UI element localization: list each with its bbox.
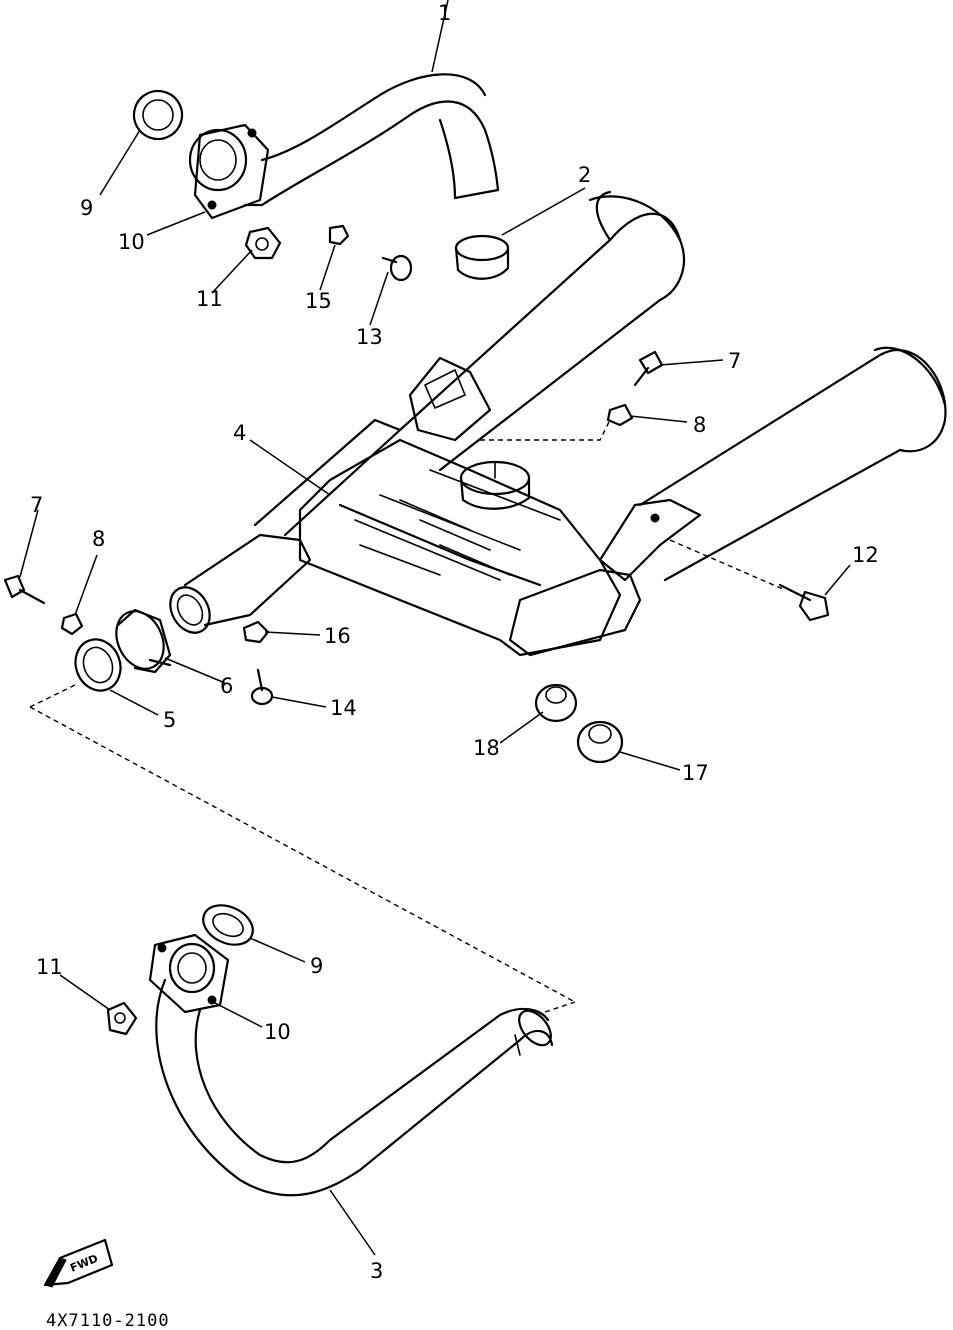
callout-10-lower: 10 — [264, 1020, 291, 1044]
callout-4: 4 — [233, 421, 246, 445]
catalog-code: 4X7110-2100 — [46, 1311, 170, 1330]
nut-11-lower — [106, 1001, 138, 1036]
callout-16: 16 — [324, 624, 351, 648]
bolt-7-right — [633, 350, 664, 387]
callout-9-lower: 9 — [310, 954, 323, 978]
callout-3: 3 — [370, 1259, 383, 1283]
callout-1: 1 — [438, 1, 451, 25]
bolt-13 — [381, 254, 413, 282]
damper-18 — [534, 683, 578, 723]
callout-labels: 1 2 9 10 11 15 13 7 8 4 7 8 12 16 6 5 14… — [30, 1, 879, 1283]
clamp-band-2 — [454, 234, 510, 280]
callout-11-upper: 11 — [196, 287, 223, 311]
exhaust-pipe-1 — [243, 73, 500, 207]
callout-5: 5 — [163, 708, 176, 732]
nut-17 — [576, 720, 624, 764]
callout-8-left: 8 — [92, 527, 105, 551]
flange-10-upper — [188, 123, 270, 220]
gasket-5 — [74, 638, 122, 692]
gasket-9-upper — [132, 89, 184, 141]
bolt-7-left — [3, 574, 46, 605]
nut-16 — [242, 620, 270, 644]
callout-14: 14 — [330, 696, 357, 720]
callout-15: 15 — [305, 289, 332, 313]
callout-7-left: 7 — [30, 493, 43, 517]
bolt-14 — [250, 668, 274, 706]
callout-17: 17 — [682, 761, 709, 785]
callout-2: 2 — [578, 163, 591, 187]
nut-8-right — [606, 403, 634, 427]
flange-10-lower — [148, 933, 230, 1014]
alignment-lines — [29, 419, 786, 1013]
callout-10-upper: 10 — [118, 230, 145, 254]
bolt-12 — [778, 583, 830, 622]
callout-6: 6 — [220, 674, 233, 698]
nut-11-upper — [244, 226, 282, 260]
nut-15 — [328, 224, 350, 246]
callout-12: 12 — [852, 543, 879, 567]
callout-9-upper: 9 — [80, 196, 93, 220]
callout-18: 18 — [473, 736, 500, 760]
callout-8-right: 8 — [693, 413, 706, 437]
callout-11-lower: 11 — [36, 955, 63, 979]
gasket-9-lower — [202, 904, 254, 946]
callout-7-right: 7 — [728, 349, 741, 373]
exhaust-pipe-3 — [155, 978, 554, 1197]
nut-8-left — [60, 612, 84, 636]
callout-13: 13 — [356, 325, 383, 349]
muffler-assembly-4 — [169, 190, 947, 657]
fwd-arrow-icon: FWD — [43, 1238, 114, 1288]
clamp-6 — [115, 608, 172, 674]
leader-lines — [19, 0, 851, 1256]
